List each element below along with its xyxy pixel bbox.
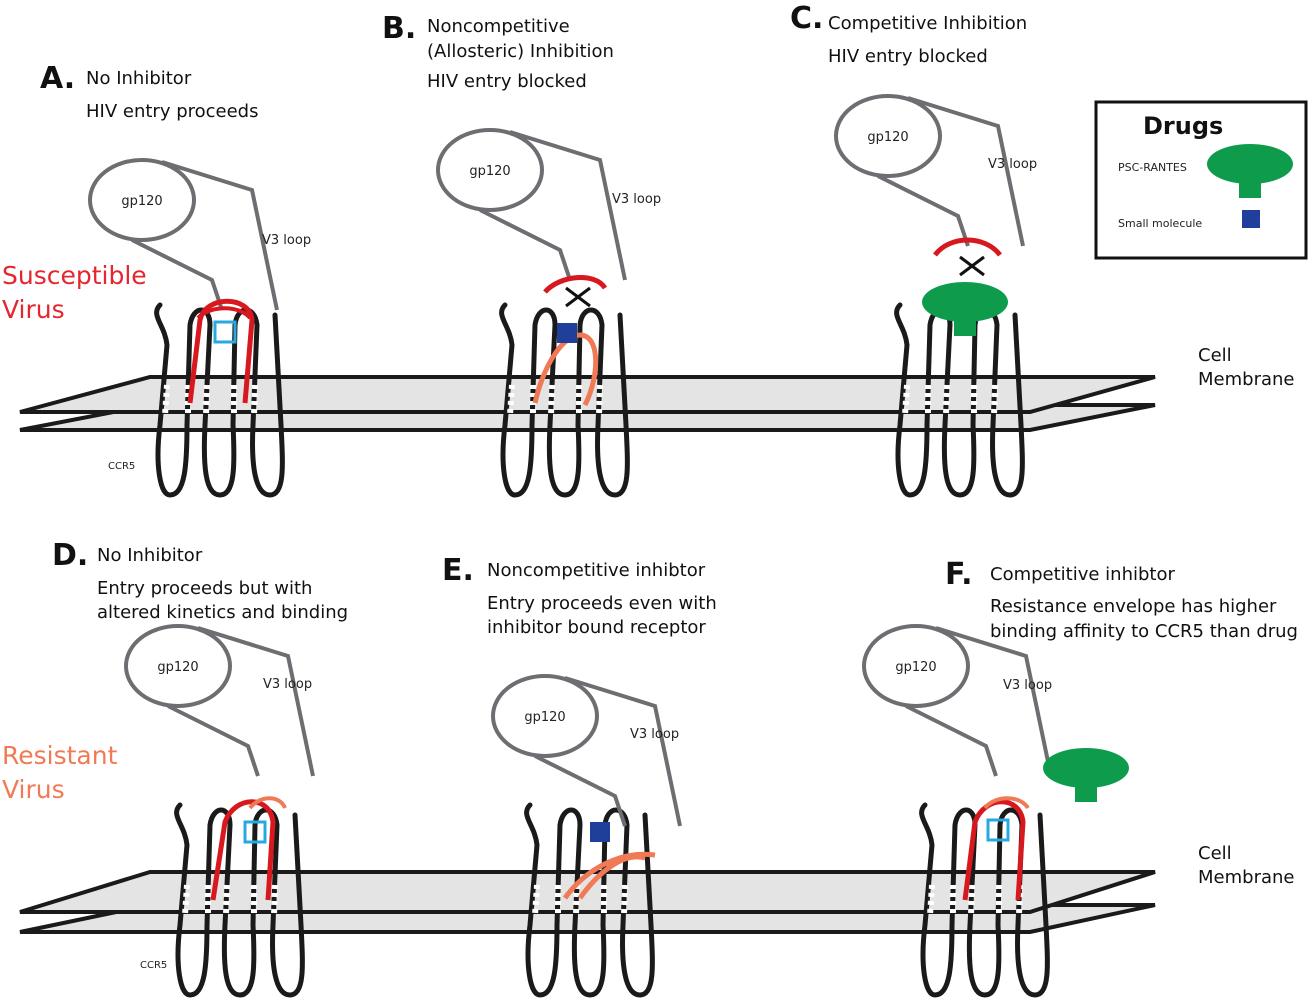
gp120-label-e: gp120 bbox=[524, 710, 565, 725]
panel-d-line1: No Inhibitor bbox=[97, 545, 203, 566]
panel-f-line1: Competitive inhibtor bbox=[990, 564, 1175, 585]
panel-a-line2: HIV entry proceeds bbox=[86, 101, 259, 122]
v3-loop-f-tip bbox=[983, 796, 1030, 810]
ccr5-label-top: CCR5 bbox=[108, 461, 135, 472]
drugs-legend-title: Drugs bbox=[1143, 112, 1223, 140]
v3-loop-d-tip bbox=[248, 796, 287, 810]
panel-d-line2: Entry proceeds but with bbox=[97, 578, 312, 599]
membrane-label-top-2: Membrane bbox=[1198, 369, 1294, 390]
small-molecule-b bbox=[557, 323, 577, 343]
panel-b-line1: Noncompetitive bbox=[427, 16, 570, 37]
drugs-legend: Drugs PSC-RANTES Small molecule bbox=[1094, 100, 1308, 260]
bottom-membrane bbox=[19, 870, 1156, 934]
gp120-b bbox=[436, 128, 627, 282]
panel-e-caption: E. Noncompetitive inhibtor Entry proceed… bbox=[442, 553, 717, 638]
panel-f-line2: Resistance envelope has higher bbox=[990, 596, 1277, 617]
v3-loop-c bbox=[933, 237, 1002, 257]
ccr5-label-bottom: CCR5 bbox=[140, 960, 167, 971]
pocket-a bbox=[213, 320, 237, 344]
v3-loop-b bbox=[543, 274, 608, 294]
membrane-label-bottom-1: Cell bbox=[1198, 843, 1232, 864]
gp120-label-f: gp120 bbox=[895, 660, 936, 675]
panel-c-line1: Competitive Inhibition bbox=[828, 13, 1027, 34]
v3-label-f: V3 loop bbox=[1003, 678, 1052, 693]
v3-label-b: V3 loop bbox=[612, 192, 661, 207]
v3-label-c: V3 loop bbox=[988, 157, 1037, 172]
panel-a-caption: A. No Inhibitor HIV entry proceeds bbox=[40, 61, 259, 122]
panel-f-letter: F. bbox=[945, 557, 972, 592]
small-molecule-e bbox=[590, 822, 610, 842]
resistant-label-2: Virus bbox=[2, 775, 65, 804]
gp120-label-a: gp120 bbox=[121, 194, 162, 209]
v3-loop-f bbox=[962, 799, 1026, 901]
pocket-f bbox=[986, 818, 1010, 842]
membrane-label-top-1: Cell bbox=[1198, 345, 1232, 366]
v3-label-d: V3 loop bbox=[263, 677, 312, 692]
gp120-f bbox=[862, 624, 1053, 778]
panel-d-caption: D. No Inhibitor Entry proceeds but with … bbox=[52, 538, 348, 623]
small-molecule-square-icon bbox=[1242, 210, 1260, 228]
gp120-label-b: gp120 bbox=[469, 164, 510, 179]
panel-b-caption: B. Noncompetitive (Allosteric) Inhibitio… bbox=[382, 11, 614, 92]
legend-label-psc-rantes: PSC-RANTES bbox=[1118, 161, 1187, 174]
membrane-label-bottom-2: Membrane bbox=[1198, 867, 1294, 888]
v3-loop-d bbox=[210, 799, 276, 901]
panel-b-line3: HIV entry blocked bbox=[427, 71, 587, 92]
panel-e-line2: Entry proceeds even with bbox=[487, 593, 717, 614]
panel-e-line1: Noncompetitive inhibtor bbox=[487, 560, 706, 581]
top-membrane bbox=[19, 375, 1156, 432]
panel-c-line2: HIV entry blocked bbox=[828, 46, 988, 67]
gp120-e bbox=[491, 674, 682, 828]
v3-loop-b-receptor bbox=[532, 332, 599, 407]
gp120-d bbox=[124, 624, 315, 778]
panel-e-letter: E. bbox=[442, 553, 474, 588]
susceptible-label-1: Susceptible bbox=[2, 261, 147, 290]
panel-b-line2: (Allosteric) Inhibition bbox=[427, 41, 614, 62]
v3-loop-a-inner bbox=[196, 306, 252, 320]
panel-c-letter: C. bbox=[790, 1, 823, 36]
panel-d-line3: altered kinetics and binding bbox=[97, 602, 348, 623]
panel-a-letter: A. bbox=[40, 61, 75, 96]
panel-a-line1: No Inhibitor bbox=[86, 68, 192, 89]
panel-b-letter: B. bbox=[382, 11, 416, 46]
block-x-c bbox=[959, 255, 985, 277]
panel-e-line3: inhibitor bound receptor bbox=[487, 617, 706, 638]
resistant-label-1: Resistant bbox=[2, 741, 118, 770]
psc-rantes-free-f bbox=[1043, 748, 1129, 802]
panel-c-caption: C. Competitive Inhibition HIV entry bloc… bbox=[790, 1, 1027, 67]
panel-f-line3: binding affinity to CCR5 than drug bbox=[990, 621, 1298, 642]
susceptible-label-2: Virus bbox=[2, 295, 65, 324]
panel-f-caption: F. Competitive inhibtor Resistance envel… bbox=[945, 557, 1298, 642]
v3-label-e: V3 loop bbox=[630, 727, 679, 742]
v3-label-a: V3 loop bbox=[262, 233, 311, 248]
pocket-d bbox=[243, 820, 267, 844]
legend-label-small-molecule: Small molecule bbox=[1118, 217, 1202, 230]
v3-loop-e bbox=[562, 851, 656, 900]
gp120-label-d: gp120 bbox=[157, 660, 198, 675]
block-x-b bbox=[565, 286, 591, 308]
gp120-label-c: gp120 bbox=[867, 130, 908, 145]
panel-d-letter: D. bbox=[52, 538, 88, 573]
